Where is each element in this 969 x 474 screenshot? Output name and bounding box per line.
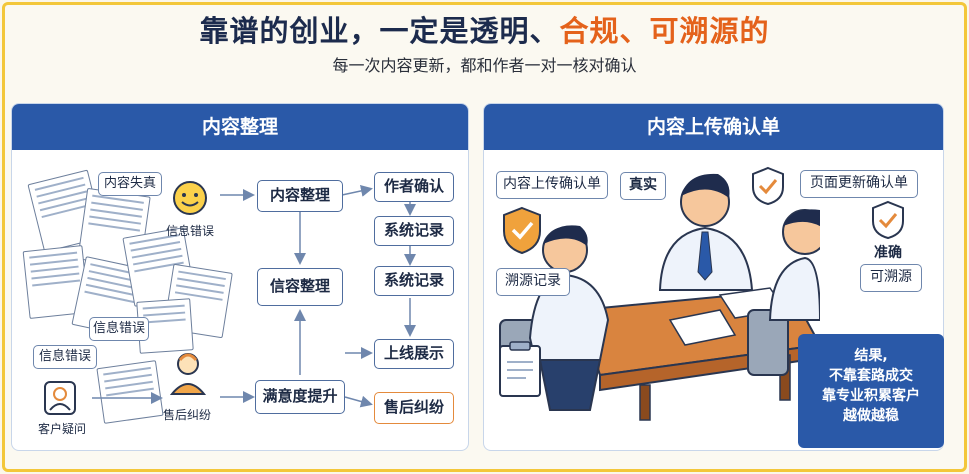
flow-step-after-sales-dispute: 售后纠纷 [374,392,454,424]
flow-step-satisfaction: 满意度提升 [255,380,345,414]
smiley-face-icon [173,181,207,215]
label-page-update-form: 页面更新确认单 [800,170,918,198]
flow-step-author-confirm: 作者确认 [374,172,454,202]
shield-check-icon [503,206,541,255]
right-panel-header: 内容上传确认单 [484,104,943,150]
result-line: 不靠套路成交 [829,368,913,384]
flow-step-system-record: 系统记录 [374,266,454,296]
callout-content-distortion: 内容失真 [98,172,162,196]
result-line: 靠专业积累客户 [822,388,920,404]
flow-step-content-organize: 内容整理 [257,180,343,212]
left-panel-header: 内容整理 [12,104,468,150]
result-line: 越做越稳 [843,408,899,424]
callout-info-error: 信息错误 [33,345,97,369]
label-upload-confirm-form: 内容上传确认单 [496,171,608,199]
label-trace-record: 溯源记录 [496,268,570,296]
flow-step-info-organize: 信容整理 [257,268,343,306]
after-sales-person-icon [169,353,207,395]
shield-check-icon [872,200,904,240]
title-part-highlight: 合规、可溯源的 [559,14,770,48]
info-error-label: 信息错误 [166,224,215,238]
customer-user-icon [44,381,76,415]
meeting-illustration [499,173,820,421]
result-card: 结果, 不靠套路成交 靠专业积累客户 越做越稳 [798,334,944,448]
customer-question-label: 客户疑问 [38,422,87,436]
title-part-dark: 靠谱的创业，一定是透明、 [199,14,560,48]
page-subtitle: 每一次内容更新，都和作者一对一核对确认 [332,56,637,75]
after-sales-label: 售后纠纷 [163,408,212,422]
label-accurate: 准确 [874,245,902,261]
flow-step-system-record: 系统记录 [374,216,454,246]
label-traceable: 可溯源 [860,264,922,292]
page-title: 靠谱的创业，一定是透明、合规、可溯源的 [0,8,969,50]
clipboard-icon [499,341,541,397]
shield-check-icon [752,166,784,206]
result-heading: 结果, [854,348,888,364]
callout-info-error: 信息错误 [89,317,149,341]
label-authentic: 真实 [620,172,666,200]
flow-step-go-live: 上线展示 [374,339,454,369]
